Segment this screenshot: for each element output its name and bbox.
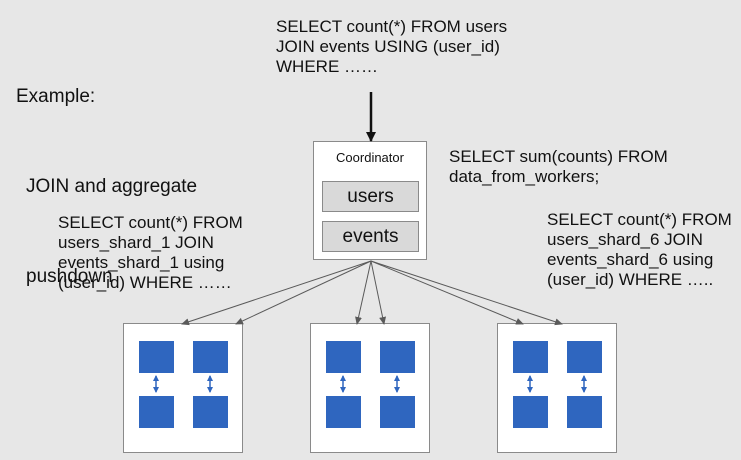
worker-node-2	[310, 323, 430, 453]
shard-block	[326, 341, 361, 373]
fanout-arrow	[370, 260, 524, 325]
coordinator-node: Coordinator users events	[313, 141, 427, 260]
shard-block	[139, 341, 174, 373]
shard-block	[326, 396, 361, 428]
example-line-1: JOIN and aggregate	[26, 176, 198, 198]
shard-block	[380, 341, 415, 373]
fanout-arrow	[370, 260, 563, 326]
fanout-arrow	[235, 260, 372, 325]
example-label: Example: JOIN and aggregate pushdown	[16, 22, 197, 322]
shard-block	[567, 341, 602, 373]
shard-block	[193, 341, 228, 373]
shard-block	[380, 396, 415, 428]
shard-block	[567, 396, 602, 428]
shard-block	[193, 396, 228, 428]
coordinator-table-events: events	[322, 221, 419, 252]
worker-node-3	[497, 323, 617, 453]
right-worker-query-text: SELECT count(*) FROM users_shard_6 JOIN …	[547, 210, 732, 290]
coordinator-table-users: users	[322, 181, 419, 212]
example-title: Example:	[16, 86, 96, 108]
left-worker-query-text: SELECT count(*) FROM users_shard_1 JOIN …	[58, 213, 243, 293]
top-query-text: SELECT count(*) FROM users JOIN events U…	[276, 17, 508, 77]
shard-block	[513, 396, 548, 428]
coordinator-query-text: SELECT sum(counts) FROM data_from_worker…	[449, 147, 668, 187]
fanout-arrow	[355, 260, 372, 325]
fanout-arrow	[370, 260, 387, 325]
coordinator-title: Coordinator	[336, 150, 404, 165]
example-line-2: pushdown	[26, 266, 113, 288]
shard-block	[513, 341, 548, 373]
shard-block	[139, 396, 174, 428]
worker-node-1	[123, 323, 243, 453]
